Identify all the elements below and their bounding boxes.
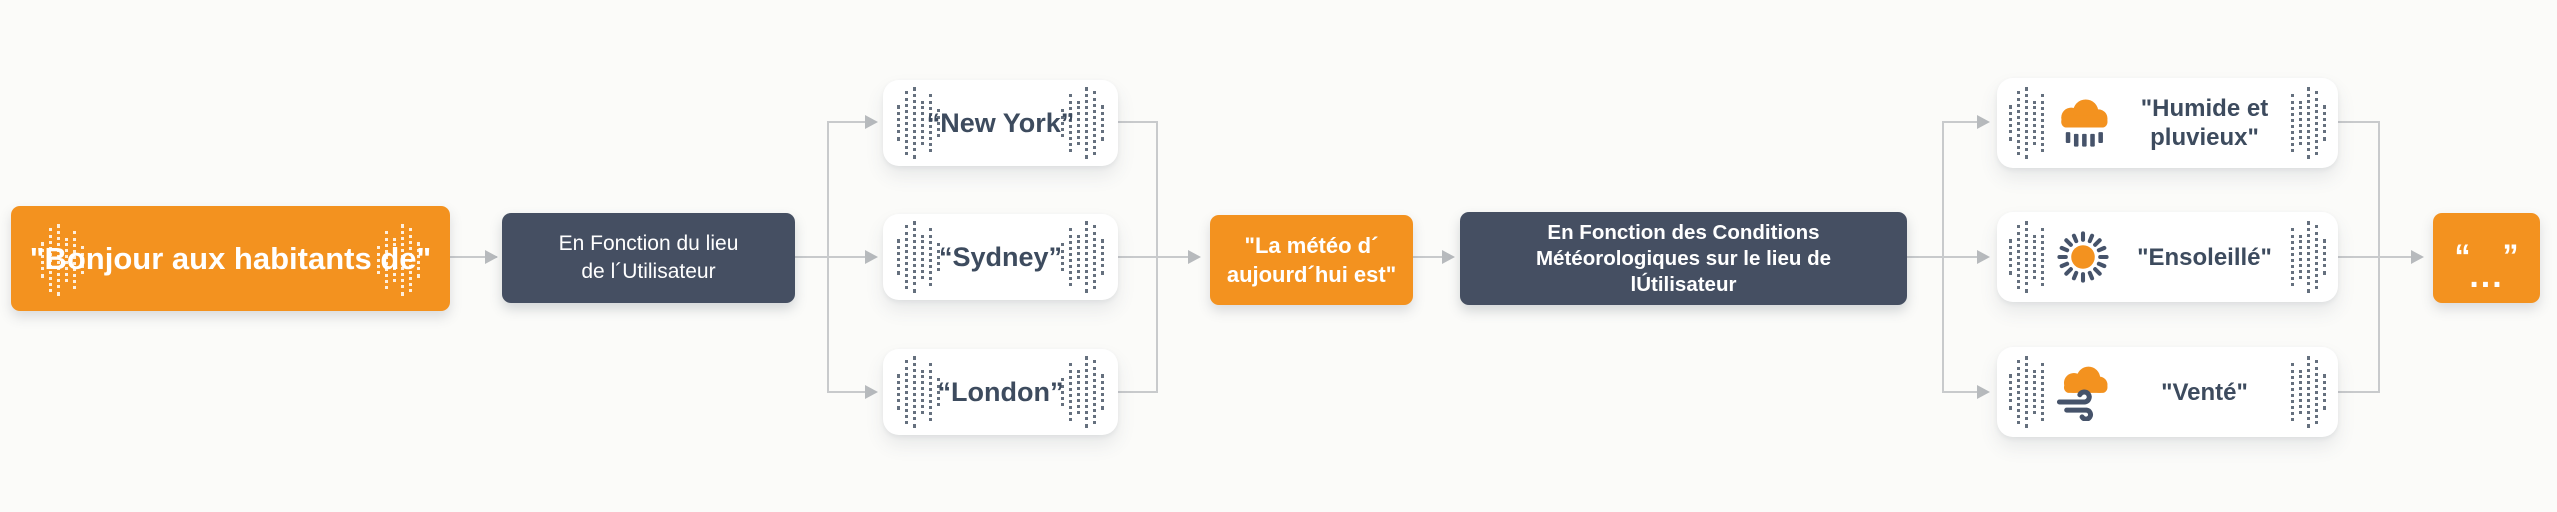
result-quotes: “ ” bbox=[2454, 238, 2519, 275]
connector-to-windy bbox=[1942, 391, 1979, 393]
outcome-label: "Ensoleillé" bbox=[2137, 243, 2272, 271]
arrowhead-icon bbox=[1442, 250, 1455, 264]
open-quote: “ bbox=[2454, 238, 2471, 275]
arrowhead-icon bbox=[865, 385, 878, 399]
connector-to-result bbox=[2338, 256, 2413, 258]
city-label: “New York” bbox=[926, 107, 1075, 138]
weather-prompt-label: "La météo d´ aujourd´hui est" bbox=[1226, 233, 1397, 287]
scribble-texture bbox=[897, 221, 940, 293]
scribble-texture bbox=[2291, 220, 2326, 294]
arrowhead-icon bbox=[1188, 250, 1201, 264]
connector-to-sydney bbox=[827, 256, 867, 258]
arrowhead-icon bbox=[1977, 250, 1990, 264]
sun-icon bbox=[2054, 228, 2112, 286]
city-label: “Sydney” bbox=[938, 241, 1063, 272]
scribble-texture bbox=[1061, 356, 1104, 428]
node-city-sydney: “Sydney” bbox=[883, 214, 1118, 300]
connector-to-newyork bbox=[827, 121, 867, 123]
outcome-label: "Venté" bbox=[2161, 378, 2248, 406]
ellipsis: ... bbox=[2469, 256, 2504, 295]
node-result-placeholder: “ ” ... bbox=[2433, 213, 2540, 303]
arrowhead-icon bbox=[1977, 385, 1990, 399]
node-location-condition: En Fonction du lieu de l´Utilisateur bbox=[502, 213, 795, 303]
node-weather-prompt: "La météo d´ aujourd´hui est" bbox=[1210, 215, 1413, 305]
connector-windy-out bbox=[2338, 391, 2380, 393]
connector-to-prompt2 bbox=[1118, 256, 1190, 258]
connector-rainy-out bbox=[2338, 121, 2380, 123]
connector-cond2-out bbox=[1907, 256, 1944, 258]
connector-to-sunny bbox=[1942, 256, 1979, 258]
node-city-new-york: “New York” bbox=[883, 80, 1118, 166]
city-label: “London” bbox=[937, 376, 1064, 407]
arrowhead-icon bbox=[1977, 115, 1990, 129]
scribble-texture bbox=[2009, 355, 2044, 429]
connector-prompt2-to-cond2 bbox=[1413, 256, 1444, 258]
node-city-london: “London” bbox=[883, 349, 1118, 435]
close-quote: ” bbox=[2502, 238, 2519, 275]
arrowhead-icon bbox=[865, 115, 878, 129]
connector-newyork-out bbox=[1118, 121, 1158, 123]
outcome-label: "Humide et pluvieux" bbox=[2140, 95, 2269, 151]
condition-label: En Fonction du lieu de l´Utilisateur bbox=[558, 232, 739, 283]
arrowhead-icon bbox=[485, 250, 498, 264]
node-outcome-windy: "Venté" bbox=[1997, 347, 2338, 437]
scribble-texture bbox=[2291, 355, 2326, 429]
rain-cloud-icon bbox=[2054, 94, 2112, 152]
connector-to-london bbox=[827, 391, 867, 393]
arrowhead-icon bbox=[865, 250, 878, 264]
greeting-label: "Bonjour aux habitants de" bbox=[29, 240, 432, 276]
arrowhead-icon bbox=[2411, 250, 2424, 264]
node-weather-condition: En Fonction des Conditions Météorologiqu… bbox=[1460, 212, 1907, 305]
node-outcome-sunny: "Ensoleillé" bbox=[1997, 212, 2338, 302]
wind-cloud-icon bbox=[2054, 363, 2112, 421]
condition-label: En Fonction des Conditions Météorologiqu… bbox=[1535, 220, 1832, 296]
scribble-texture bbox=[897, 356, 940, 428]
scribble-texture bbox=[2009, 86, 2044, 160]
scribble-texture bbox=[2291, 86, 2326, 160]
scribble-texture bbox=[1061, 221, 1104, 293]
scribble-texture bbox=[2009, 220, 2044, 294]
node-outcome-rainy: "Humide et pluvieux" bbox=[1997, 78, 2338, 168]
connector-to-rainy bbox=[1942, 121, 1979, 123]
connector-greeting-to-cond1 bbox=[450, 256, 497, 258]
node-greeting-prompt: "Bonjour aux habitants de" bbox=[11, 206, 450, 311]
connector-cond1-out bbox=[795, 256, 828, 258]
connector-london-out bbox=[1118, 391, 1158, 393]
